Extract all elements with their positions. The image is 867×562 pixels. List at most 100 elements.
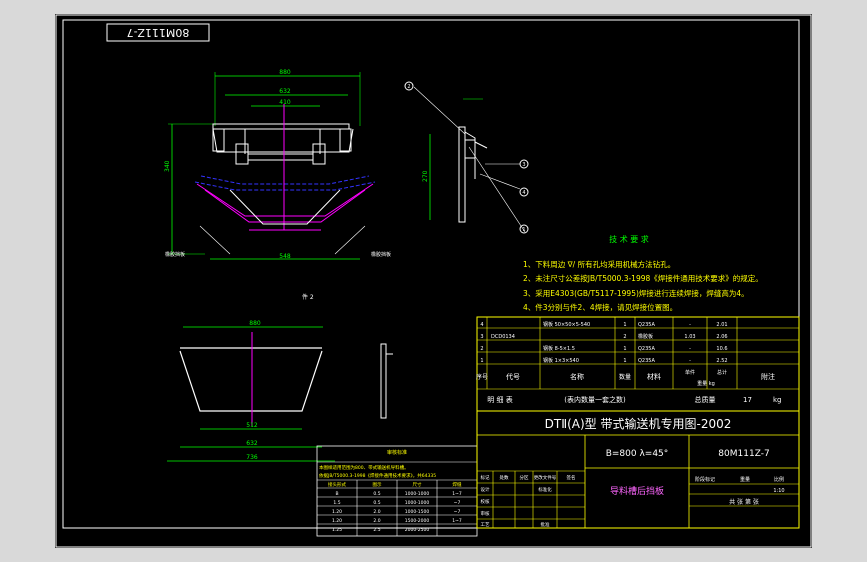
svg-text:钢板 8-5×1.5: 钢板 8-5×1.5 xyxy=(543,345,575,352)
change-table-title: 审核标准 xyxy=(387,449,407,456)
svg-text:4: 4 xyxy=(522,190,525,196)
tech-requirements: 技 术 要 求 1、下料周边 ∇/ 所有孔均采用机械方法钻孔。 2、未注尺寸公差… xyxy=(523,234,763,312)
svg-text:1~7: 1~7 xyxy=(452,491,462,497)
svg-text:分区: 分区 xyxy=(520,474,529,481)
callout-4 xyxy=(519,187,529,197)
svg-text:2: 2 xyxy=(623,334,626,340)
svg-text:附注: 附注 xyxy=(761,372,775,381)
svg-text:Q235A: Q235A xyxy=(638,346,655,352)
svg-text:3: 3 xyxy=(522,162,525,168)
outer-border xyxy=(55,14,812,548)
svg-text:(表内数量一套之数): (表内数量一套之数) xyxy=(564,395,626,404)
svg-text:标准化: 标准化 xyxy=(538,486,552,493)
svg-text:设计: 设计 xyxy=(481,486,490,493)
dim-mid-width: 410 xyxy=(279,99,291,106)
title-block: DTⅡ(A)型 带式输送机专用图-2002 B=800 λ=45° 80M111… xyxy=(476,410,800,529)
svg-text:1.5: 1.5 xyxy=(333,500,340,506)
svg-text:1.25: 1.25 xyxy=(332,527,342,533)
dim-side-height: 270 xyxy=(422,170,429,182)
part-name: 导料槽后挡板 xyxy=(610,485,664,497)
svg-text:批准: 批准 xyxy=(541,521,550,528)
svg-text:总质量: 总质量 xyxy=(695,395,716,404)
svg-text:-: - xyxy=(689,358,691,364)
svg-text:kg: kg xyxy=(773,396,782,404)
svg-text:2: 2 xyxy=(480,346,483,352)
svg-text:1500-2000: 1500-2000 xyxy=(405,518,430,524)
svg-text:2.5: 2.5 xyxy=(373,527,380,533)
callout-3 xyxy=(519,159,529,169)
part-label: 件 2 xyxy=(302,293,314,301)
tech-req-line-4: 4、件3分别与件2、4焊接，请见焊接位置图。 xyxy=(523,302,677,312)
dim-part-lower: 632 xyxy=(246,440,258,447)
svg-text:17: 17 xyxy=(743,396,752,404)
svg-text:2.52: 2.52 xyxy=(716,358,727,364)
main-title: DTⅡ(A)型 带式输送机专用图-2002 xyxy=(545,416,732,431)
drawing-canvas[interactable]: 80M111Z-7 880 632 410 340 548 xyxy=(55,14,812,548)
svg-text:1000-1000: 1000-1000 xyxy=(405,500,430,506)
svg-text:明 细 表: 明 细 表 xyxy=(487,395,512,404)
spec-text: B=800 λ=45° xyxy=(606,449,669,459)
change-table: 审核标准 本图样适用范围为800、带式输送机导料槽。 依据JB/T5000.3-… xyxy=(316,445,478,537)
dim-upper-width: 632 xyxy=(279,88,291,95)
tech-req-line-2: 2、未注尺寸公差按JB/T5000.3-1998《焊接件通用技术要求》的规定。 xyxy=(523,273,763,283)
svg-text:B: B xyxy=(335,491,338,497)
drawing-sheet[interactable]: 80M111Z-7 880 632 410 340 548 xyxy=(55,14,812,548)
svg-text:校核: 校核 xyxy=(481,498,490,505)
svg-text:DCD0134: DCD0134 xyxy=(491,334,515,340)
svg-text:1: 1 xyxy=(623,322,626,328)
tech-req-line-1: 1、下料周边 ∇/ 所有孔均采用机械方法钻孔。 xyxy=(523,259,675,269)
callout-2 xyxy=(404,81,414,91)
svg-text:-: - xyxy=(689,346,691,352)
svg-text:1.20: 1.20 xyxy=(332,518,342,524)
svg-text:1: 1 xyxy=(623,358,626,364)
tech-req-line-3: 3、采用E4303(GB/T5117-1995)焊接进行连续焊接，焊缝高为4。 xyxy=(523,288,749,298)
svg-text:名称: 名称 xyxy=(570,372,584,381)
inner-border xyxy=(62,19,800,529)
drawing-no-stamp: 80M111Z-7 xyxy=(127,26,190,39)
svg-text:Q235A: Q235A xyxy=(638,322,655,328)
svg-text:2.06: 2.06 xyxy=(716,334,727,340)
svg-text:序号: 序号 xyxy=(476,373,488,381)
svg-text:-: - xyxy=(689,322,691,328)
svg-text:1000-1500: 1000-1500 xyxy=(405,509,430,515)
drawing-no-stamp-box xyxy=(106,23,210,42)
change-table-line-2: 依据JB/T5000.3-1998《焊接件通用技术要求》，共64335 xyxy=(319,472,436,479)
svg-text:1~7: 1~7 xyxy=(452,518,462,524)
main-view: 880 632 410 340 548 xyxy=(164,69,391,260)
svg-text:共 张 第 张: 共 张 第 张 xyxy=(729,498,759,506)
svg-text:Q235A: Q235A xyxy=(638,358,655,364)
tech-req-title: 技 术 要 求 xyxy=(609,234,649,244)
svg-text:钢板 1×3×540: 钢板 1×3×540 xyxy=(543,357,579,364)
svg-text:数量: 数量 xyxy=(619,373,631,381)
svg-text:2: 2 xyxy=(407,84,410,90)
svg-text:处数: 处数 xyxy=(500,474,509,481)
dim-left-height: 340 xyxy=(164,160,171,172)
svg-text:~7: ~7 xyxy=(454,500,461,506)
svg-text:3: 3 xyxy=(480,334,483,340)
svg-text:4: 4 xyxy=(480,322,483,328)
drawing-number: 80M111Z-7 xyxy=(718,449,769,459)
svg-text:工艺: 工艺 xyxy=(481,522,490,528)
svg-text:图示: 图示 xyxy=(373,482,382,488)
svg-text:2.0: 2.0 xyxy=(373,509,380,515)
svg-text:2000-2500: 2000-2500 xyxy=(405,527,430,533)
svg-text:10.6: 10.6 xyxy=(716,346,727,352)
dim-part-bottom: 512 xyxy=(246,422,258,429)
svg-text:签名: 签名 xyxy=(567,474,576,481)
svg-text:比例: 比例 xyxy=(774,476,784,483)
note-right: 橡胶挡板 xyxy=(371,251,391,258)
svg-text:橡胶板: 橡胶板 xyxy=(638,333,653,340)
svg-text:0.5: 0.5 xyxy=(373,491,380,497)
svg-text:重量 kg: 重量 kg xyxy=(697,380,715,387)
dim-part-total: 736 xyxy=(246,454,258,461)
svg-text:1: 1 xyxy=(480,358,483,364)
svg-text:尺寸: 尺寸 xyxy=(413,481,422,488)
svg-text:1: 1 xyxy=(623,346,626,352)
svg-text:0.5: 0.5 xyxy=(373,500,380,506)
svg-text:1: 1 xyxy=(522,227,525,233)
dim-part-width: 880 xyxy=(249,320,261,327)
svg-text:总计: 总计 xyxy=(717,369,727,376)
svg-text:单件: 单件 xyxy=(685,369,695,376)
note-left: 橡胶挡板 xyxy=(165,251,185,258)
